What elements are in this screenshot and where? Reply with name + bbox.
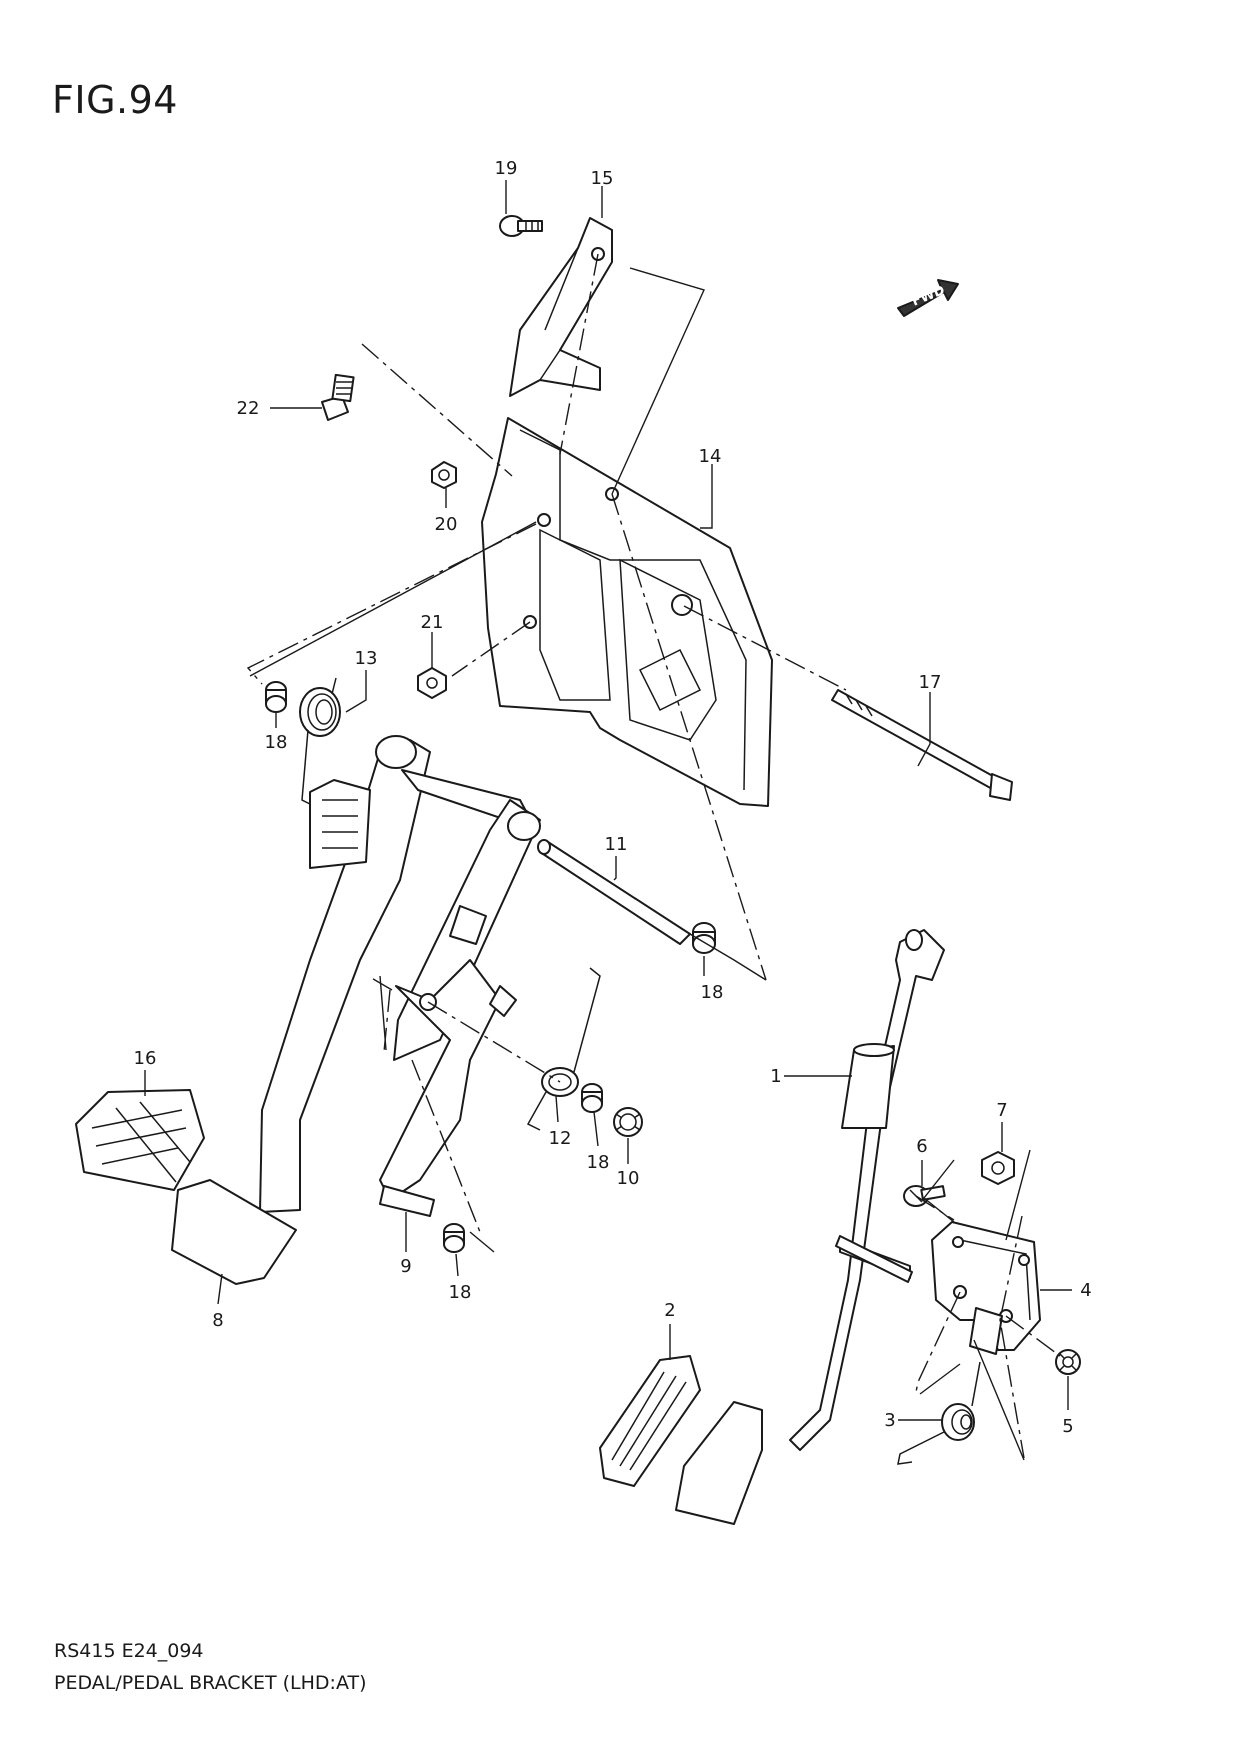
callout-18-upper: 18 [265, 732, 288, 753]
callout-18-mid: 18 [701, 982, 724, 1003]
callout-leaders [144, 180, 1072, 1421]
part-19-bolt [499, 215, 543, 237]
callout-21: 21 [421, 612, 444, 633]
callout-7: 7 [996, 1100, 1007, 1121]
part-16-pedal-pad [75, 1089, 205, 1191]
part-4-bracket [931, 1221, 1041, 1355]
callout-15: 15 [591, 168, 614, 189]
part-17-long-bolt [831, 689, 1013, 801]
part-15-bracket [509, 217, 613, 397]
callout-17: 17 [919, 672, 942, 693]
figure-name: PEDAL/PEDAL BRACKET (LHD:AT) [54, 1672, 367, 1694]
fwd-label: FWD [910, 283, 947, 310]
callout-11: 11 [605, 834, 628, 855]
part-13-spring [299, 677, 341, 807]
part-18-bushing-lower-a [581, 1083, 603, 1113]
part-22-bolt [321, 373, 355, 421]
callout-5: 5 [1062, 1416, 1073, 1437]
callout-8: 8 [212, 1310, 223, 1331]
part-20-nut [431, 461, 457, 489]
part-4-pin [835, 1235, 913, 1283]
fwd-arrow-icon: FWD [897, 279, 959, 317]
part-18-bushing-upper [265, 681, 287, 713]
part-2-accelerator-pad [599, 1355, 763, 1525]
callout-2: 2 [664, 1300, 675, 1321]
callout-3: 3 [884, 1410, 895, 1431]
figure-code: RS415 E24_094 [54, 1640, 204, 1662]
part-3-spring [897, 1361, 981, 1465]
assembly-lines [246, 253, 1061, 1459]
callout-6: 6 [916, 1136, 927, 1157]
part-6-screw [903, 1185, 946, 1207]
part-21-nut [417, 667, 447, 699]
part-10-clip [613, 1107, 643, 1137]
callout-10: 10 [617, 1168, 640, 1189]
callout-16: 16 [134, 1048, 157, 1069]
callouts: 19 15 22 20 14 21 13 18 17 11 18 16 1 7 … [134, 158, 1092, 1437]
callout-18-lower-a: 18 [587, 1152, 610, 1173]
callout-22: 22 [237, 398, 260, 419]
callout-12: 12 [549, 1128, 572, 1149]
callout-18-lower-b: 18 [449, 1282, 472, 1303]
part-9-lever [379, 959, 517, 1217]
part-18-bushing-lower-b [443, 1223, 465, 1253]
callout-9: 9 [400, 1256, 411, 1277]
part-5-washer [1055, 1349, 1081, 1375]
part-7-nut [981, 1151, 1015, 1185]
callout-13: 13 [355, 648, 378, 669]
callout-1: 1 [770, 1066, 781, 1087]
assembly-solid-lines [249, 267, 1031, 1461]
part-11-shaft [537, 839, 691, 945]
figure-title: FIG.94 [52, 78, 178, 122]
callout-20: 20 [435, 514, 458, 535]
callout-14: 14 [699, 446, 722, 467]
callout-19: 19 [495, 158, 518, 179]
part-14-pedal-bracket [481, 417, 773, 807]
callout-4: 4 [1080, 1280, 1091, 1301]
